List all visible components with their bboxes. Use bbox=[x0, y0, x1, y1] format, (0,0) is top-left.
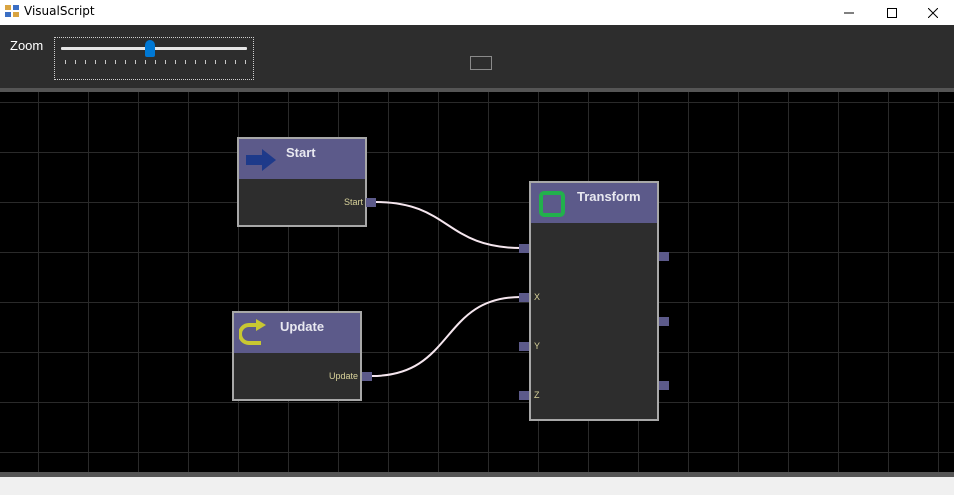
status-separator bbox=[0, 472, 954, 477]
wire-update-to-transform-x bbox=[371, 296, 522, 377]
zoom-slider[interactable] bbox=[54, 37, 254, 80]
output-port-update[interactable] bbox=[362, 372, 372, 381]
port-label-x: X bbox=[534, 292, 541, 302]
input-port-transform-x[interactable] bbox=[519, 293, 529, 302]
zoom-tick bbox=[145, 60, 146, 64]
node-transform[interactable]: Transform X Y Z bbox=[529, 181, 659, 421]
port-label-update: Update bbox=[328, 371, 358, 381]
zoom-tick bbox=[85, 60, 86, 64]
zoom-tick bbox=[175, 60, 176, 64]
zoom-tick bbox=[95, 60, 96, 64]
toolbar: Zoom bbox=[0, 25, 954, 88]
app-icon bbox=[5, 5, 19, 17]
output-port-transform-0[interactable] bbox=[659, 252, 669, 261]
toolbar-empty-box[interactable] bbox=[470, 56, 492, 70]
toolbar-separator bbox=[0, 88, 954, 92]
maximize-icon bbox=[887, 7, 897, 18]
zoom-tick bbox=[195, 60, 196, 64]
port-label-y: Y bbox=[534, 341, 541, 351]
zoom-tick bbox=[165, 60, 166, 64]
zoom-slider-ticks bbox=[65, 60, 246, 66]
input-port-transform-y[interactable] bbox=[519, 342, 529, 351]
node-start[interactable]: Start Start bbox=[237, 137, 367, 227]
node-start-title: Start bbox=[286, 145, 316, 160]
minimize-icon bbox=[844, 12, 854, 13]
wire-start-to-transform bbox=[375, 201, 522, 249]
zoom-tick bbox=[235, 60, 236, 64]
output-port-start[interactable] bbox=[366, 198, 376, 207]
node-start-header[interactable]: Start bbox=[239, 139, 365, 179]
zoom-label: Zoom bbox=[10, 38, 44, 53]
zoom-tick bbox=[125, 60, 126, 64]
node-update[interactable]: Update Update bbox=[232, 311, 362, 401]
arrow-right-icon bbox=[246, 149, 276, 171]
graph-canvas[interactable]: Start Start Update Update Transform X Y … bbox=[0, 92, 954, 472]
zoom-tick bbox=[75, 60, 76, 64]
loop-arrow-icon bbox=[239, 319, 266, 345]
zoom-tick bbox=[185, 60, 186, 64]
window-title: VisualScript bbox=[24, 4, 95, 18]
zoom-tick bbox=[245, 60, 246, 64]
minimize-button[interactable] bbox=[826, 0, 872, 25]
zoom-tick bbox=[225, 60, 226, 64]
port-label-start: Start bbox=[343, 197, 363, 207]
maximize-button[interactable] bbox=[869, 0, 915, 25]
connections-layer bbox=[371, 201, 522, 377]
input-port-transform-0[interactable] bbox=[519, 244, 529, 253]
zoom-tick bbox=[205, 60, 206, 64]
zoom-tick bbox=[115, 60, 116, 64]
zoom-tick bbox=[155, 60, 156, 64]
output-port-transform-2[interactable] bbox=[659, 381, 669, 390]
input-port-transform-z[interactable] bbox=[519, 391, 529, 400]
node-transform-title: Transform bbox=[577, 189, 641, 204]
zoom-tick bbox=[215, 60, 216, 64]
node-transform-header[interactable]: Transform bbox=[531, 183, 657, 223]
square-icon bbox=[539, 191, 565, 217]
node-update-header[interactable]: Update bbox=[234, 313, 360, 353]
port-label-z: Z bbox=[534, 390, 540, 400]
zoom-tick bbox=[105, 60, 106, 64]
status-bar bbox=[0, 477, 954, 495]
node-update-title: Update bbox=[280, 319, 325, 334]
zoom-slider-thumb[interactable] bbox=[145, 40, 156, 57]
close-icon bbox=[928, 7, 938, 18]
zoom-tick bbox=[65, 60, 66, 64]
close-button[interactable] bbox=[912, 0, 954, 25]
output-port-transform-1[interactable] bbox=[659, 317, 669, 326]
title-bar: VisualScript bbox=[0, 0, 954, 25]
zoom-tick bbox=[135, 60, 136, 64]
